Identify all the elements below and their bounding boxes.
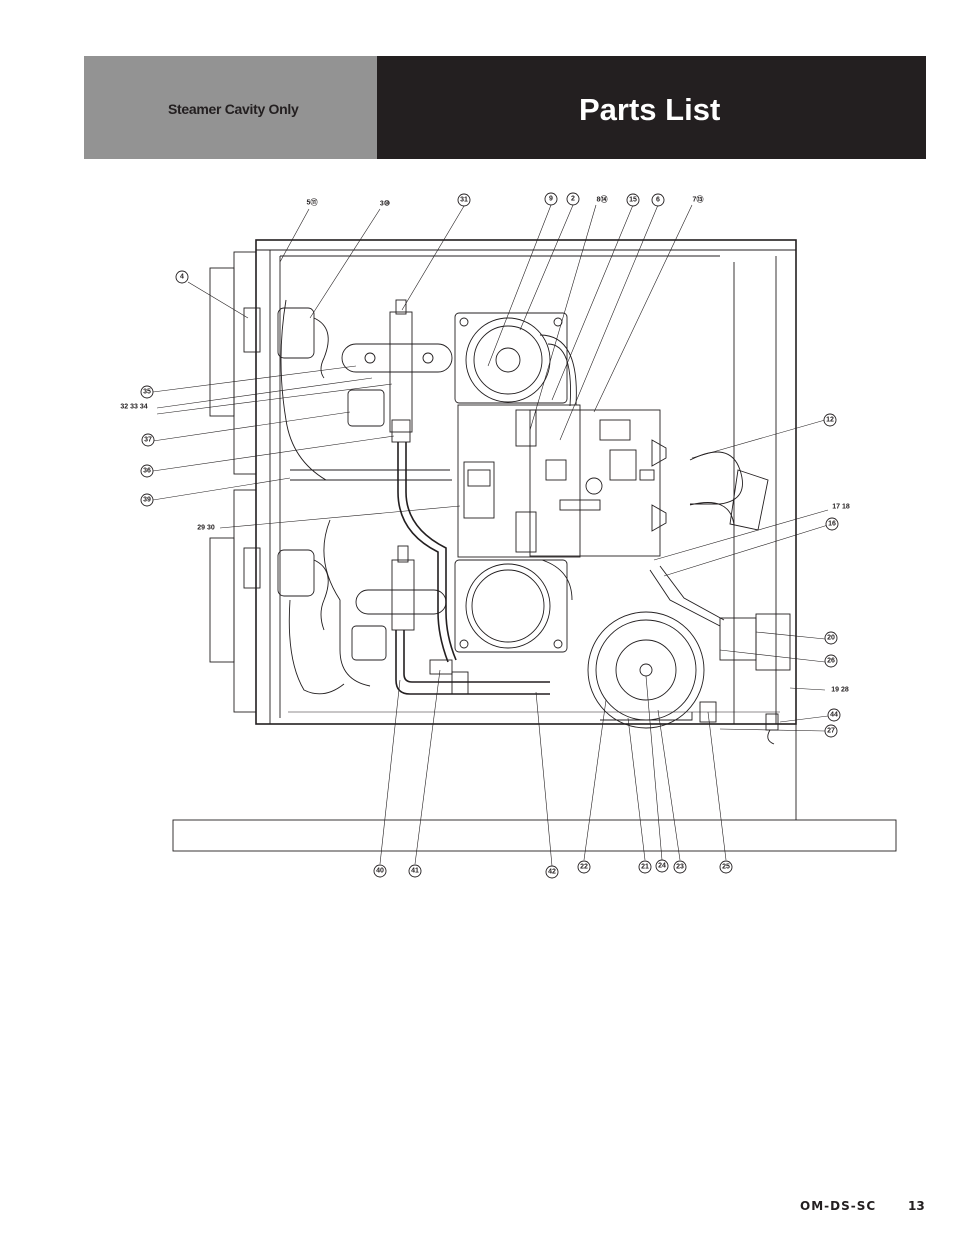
- svg-text:5⑪: 5⑪: [307, 198, 318, 207]
- page-title: Parts List: [579, 92, 721, 127]
- svg-text:17 18: 17 18: [832, 504, 850, 511]
- svg-text:16: 16: [828, 521, 836, 528]
- callout-36: 36: [140, 464, 154, 478]
- upper-valve-assembly: [277, 299, 457, 663]
- control-board: [457, 334, 667, 601]
- svg-text:21: 21: [641, 864, 649, 871]
- leader-lines: [152, 204, 829, 867]
- svg-text:24: 24: [658, 863, 666, 870]
- callout-40: 40: [373, 864, 387, 878]
- svg-text:25: 25: [722, 864, 730, 871]
- callout-22: 22: [577, 860, 591, 874]
- transformer: [587, 611, 717, 729]
- svg-text:40: 40: [376, 868, 384, 875]
- callout-26: 26: [824, 654, 838, 668]
- callout-17-18: 17 18: [832, 504, 850, 511]
- callout-27: 27: [824, 724, 838, 738]
- svg-text:27: 27: [827, 728, 835, 735]
- svg-text:9: 9: [549, 196, 553, 203]
- svg-text:23: 23: [676, 864, 684, 871]
- callout-29-30: 29 30: [197, 525, 215, 532]
- cabinet-outline: [172, 239, 897, 852]
- svg-text:37: 37: [144, 437, 152, 444]
- wiring-left: [280, 299, 452, 695]
- svg-text:3⑩: 3⑩: [380, 200, 390, 208]
- callout-6: 6: [651, 193, 665, 207]
- section-header-bar: Steamer Cavity Only: [84, 56, 377, 159]
- callout-20: 20: [824, 631, 838, 645]
- callout-9: 9: [544, 192, 558, 206]
- callout-42: 42: [545, 865, 559, 879]
- callout-39: 39: [140, 493, 154, 507]
- page-number: 13: [908, 1199, 925, 1213]
- svg-text:39: 39: [143, 497, 151, 504]
- svg-text:20: 20: [827, 635, 835, 642]
- svg-text:42: 42: [548, 869, 556, 876]
- callout-44: 44: [827, 708, 841, 722]
- section-label: Steamer Cavity Only: [168, 101, 299, 117]
- title-header-bar: Parts List: [377, 56, 926, 159]
- callout-41: 41: [408, 864, 422, 878]
- callout-4: 4: [175, 270, 189, 284]
- svg-text:26: 26: [827, 658, 835, 665]
- callout-8-14: 8⑭: [597, 195, 608, 204]
- svg-text:44: 44: [830, 712, 838, 719]
- callout-24: 24: [655, 859, 669, 873]
- svg-text:41: 41: [411, 868, 419, 875]
- callout-15: 15: [626, 193, 640, 207]
- upper-fan: [454, 312, 568, 404]
- callout-2: 2: [566, 192, 580, 206]
- svg-text:4: 4: [180, 274, 184, 281]
- callout-32-33-34: 32 33 34: [120, 404, 147, 411]
- svg-text:35: 35: [143, 389, 151, 396]
- svg-text:15: 15: [629, 197, 637, 204]
- callout-19-28: 19 28: [831, 687, 849, 694]
- svg-text:6: 6: [656, 197, 660, 204]
- lower-fan: [454, 559, 568, 653]
- callout-3-10: 3⑩: [380, 200, 390, 208]
- svg-text:29 30: 29 30: [197, 525, 215, 532]
- callout-23: 23: [673, 860, 687, 874]
- callout-35: 35: [140, 385, 154, 399]
- svg-text:2: 2: [571, 196, 575, 203]
- document-code: OM-DS-SC: [800, 1199, 877, 1213]
- right-components: [649, 451, 791, 745]
- callout-12: 12: [823, 413, 837, 427]
- callout-7-13: 7⑬: [693, 195, 704, 204]
- svg-text:7⑬: 7⑬: [693, 195, 704, 204]
- callout-5-11: 5⑪: [307, 198, 318, 207]
- svg-text:8⑭: 8⑭: [597, 195, 608, 204]
- callout-21: 21: [638, 860, 652, 874]
- svg-text:19 28: 19 28: [831, 687, 849, 694]
- svg-text:31: 31: [460, 197, 468, 204]
- svg-text:36: 36: [143, 468, 151, 475]
- callout-37: 37: [141, 433, 155, 447]
- callout-25: 25: [719, 860, 733, 874]
- svg-text:32 33 34: 32 33 34: [120, 404, 147, 411]
- callout-31: 31: [457, 193, 471, 207]
- lower-valve-assembly: [277, 545, 550, 695]
- svg-text:22: 22: [580, 864, 588, 871]
- svg-text:12: 12: [826, 417, 834, 424]
- callout-16: 16: [825, 517, 839, 531]
